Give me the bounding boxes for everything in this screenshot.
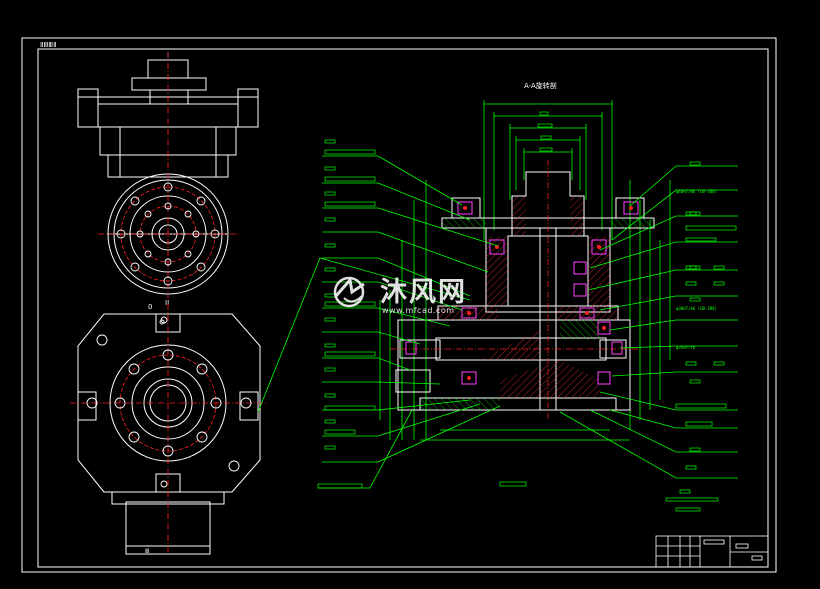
side-view-bolts bbox=[86, 316, 252, 488]
side-view: 0 II Ⅲ bbox=[77, 299, 261, 555]
leader-lines-left bbox=[257, 155, 501, 489]
fit-annotations: φ40H7/m6 (GB-3B8) φ30H7/k6 (GB-3B8) φ35H… bbox=[676, 189, 717, 350]
dimension-tags bbox=[537, 111, 701, 452]
outer-border bbox=[21, 37, 777, 573]
watermark-url: www.mfcad.com bbox=[382, 306, 455, 315]
watermark-name: 沐风网 bbox=[380, 277, 467, 308]
top-view-centerlines bbox=[98, 52, 240, 298]
top-view-bolts bbox=[116, 182, 220, 286]
inner-frame bbox=[37, 48, 769, 568]
title-block bbox=[655, 535, 769, 568]
fit-annotation-3: φ35H7/f6 bbox=[676, 345, 696, 350]
leader-labels-left bbox=[317, 139, 527, 489]
watermark-logo-icon bbox=[333, 276, 365, 308]
bottom-label: Ⅲ bbox=[145, 548, 149, 555]
side-view-centerlines bbox=[70, 304, 268, 555]
leader-lines-right bbox=[559, 165, 738, 479]
side-view-label: II bbox=[165, 299, 169, 307]
fit-annotation-2: φ30H7/k6 (GB-3B8) bbox=[676, 306, 717, 311]
leader-labels-right bbox=[665, 211, 737, 512]
corner-stamp: ⅡⅢⅢⅡ bbox=[40, 41, 57, 49]
section-title: A-A旋转剖 bbox=[524, 81, 557, 90]
section-centerlines bbox=[390, 160, 640, 420]
fit-annotation-1: φ40H7/m6 (GB-3B8) bbox=[676, 189, 717, 194]
watermark: 沐风网 www.mfcad.com bbox=[333, 276, 467, 315]
side-view-label-left: 0 bbox=[148, 303, 152, 311]
